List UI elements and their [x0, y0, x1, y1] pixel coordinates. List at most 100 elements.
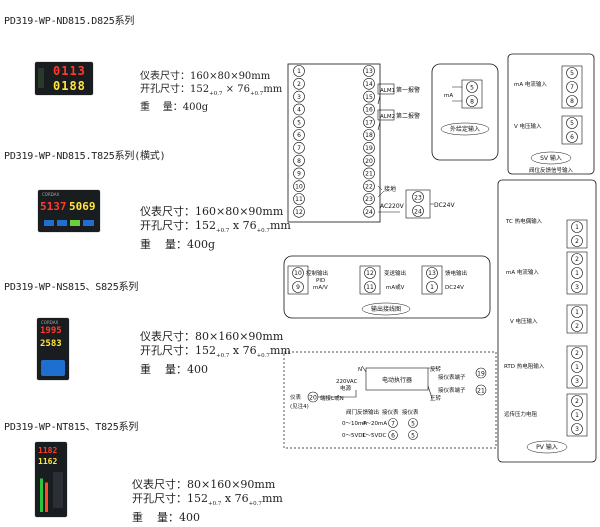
- pv-tc-label: TC 热电偶输入: [505, 217, 543, 225]
- weight-row: 重 量：400: [140, 363, 291, 377]
- act-terminal-20: 20: [309, 395, 317, 402]
- terminal-7: 7: [297, 145, 301, 152]
- display-bottom: 1162: [38, 457, 58, 466]
- output-terminal-circle: [426, 267, 438, 279]
- weight-label: 重 量：: [140, 238, 187, 252]
- pv-terminal-circle: [571, 361, 583, 373]
- cut-row: 开孔尺寸：152+0.7 × 76+0.7mm: [140, 83, 282, 101]
- cut-label: 开孔尺寸：: [140, 219, 195, 232]
- terminal-1: 1: [297, 68, 301, 75]
- ext-terminal-5: 5: [470, 85, 474, 92]
- pv-v-label: V 电压输入: [510, 317, 538, 325]
- output-terminal: 10: [294, 270, 302, 277]
- fb-r1t2: 5: [411, 421, 415, 428]
- ext-input-box: [431, 63, 499, 161]
- act-terminal-21: 21: [477, 388, 485, 395]
- pv-terminal: 1: [575, 412, 579, 419]
- terminal-16-circle: [363, 103, 375, 116]
- fb-r2t2: 5: [411, 433, 415, 440]
- pv-terminal-circle: [571, 221, 583, 233]
- terminal-group: [566, 251, 588, 295]
- cut-row: 开孔尺寸：152+0.7 x 76+0.7mm: [132, 492, 283, 511]
- terminal-group: [359, 265, 381, 295]
- terminal-21: 21: [365, 171, 373, 178]
- size-row: 仪表尺寸：80×160×90mm: [132, 478, 283, 492]
- actuator-unit: [365, 367, 429, 391]
- cut-sep: x: [224, 492, 232, 505]
- terminal-15: 15: [365, 94, 373, 101]
- terminal-13-circle: [363, 65, 375, 77]
- feed-label-2: DC24V: [445, 285, 464, 291]
- size-row: 仪表尺寸：80×160×90mm: [140, 330, 291, 344]
- sv-v-terminal-circle: [566, 131, 578, 143]
- display-bottom: 5069: [69, 200, 96, 213]
- pv-terminal: 3: [575, 378, 579, 385]
- output-terminal: 12: [366, 270, 374, 277]
- fb-col-1: 接仪表: [382, 408, 399, 416]
- terminal-23-circle: [363, 193, 375, 205]
- terminal-18-circle: [363, 129, 375, 141]
- pv-terminal: 2: [575, 238, 579, 245]
- output-terminal-circle: [426, 281, 438, 293]
- cut-height: 76: [242, 219, 257, 232]
- pv-terminal: 2: [575, 350, 579, 357]
- terminal-5-circle: [293, 116, 305, 128]
- terminal-2-circle: [293, 78, 305, 90]
- alm1-text: 第一报警: [396, 86, 420, 94]
- meter-label: 仪表: [290, 393, 302, 401]
- alm1-box: [377, 83, 395, 95]
- pv-rtd-label: RTD 热电阻输入: [504, 362, 545, 370]
- terminal-15-circle: [363, 90, 375, 103]
- terminal-20: 20: [365, 158, 373, 165]
- product-model-title: PD319-WP-NS815、S825系列: [4, 282, 139, 293]
- pv-terminal-circle: [571, 267, 583, 279]
- size-label: 仪表尺寸：: [132, 478, 187, 491]
- terminal-group: [566, 219, 588, 249]
- terminal-9: 9: [297, 171, 301, 178]
- size-row: 仪表尺寸：160×80×90mm: [140, 205, 291, 219]
- terminal-3: 3: [297, 94, 301, 101]
- alm1-label: ALM1: [380, 88, 395, 94]
- cut-height: 76: [234, 492, 249, 505]
- fb-r2t1: 6: [391, 433, 395, 440]
- sv-ma-terminal: 8: [570, 98, 574, 105]
- pv-terminal: 1: [575, 224, 579, 231]
- pv-terminal: 2: [575, 323, 579, 330]
- display-top: 5137: [40, 200, 67, 213]
- cut-row: 开孔尺寸：152+0.7 x 76+0.7mm: [140, 344, 291, 363]
- terminal-10-circle: [293, 180, 305, 192]
- product-photo: 0113 0188: [35, 62, 93, 95]
- cut-unit: mm: [269, 344, 291, 357]
- pv-terminal: 1: [575, 270, 579, 277]
- pv-terminal-circle: [571, 423, 583, 435]
- pv-ma-label: mA 电流输入: [506, 268, 539, 276]
- terminal-10: 10: [295, 183, 303, 190]
- terminal-6-circle: [293, 129, 305, 141]
- cut-label: 开孔尺寸：: [140, 84, 190, 95]
- dc-terminal-24: 24: [414, 209, 422, 216]
- fb-r1b: 4～20mA: [362, 421, 387, 427]
- terminal-17: 17: [365, 119, 373, 126]
- brand-label: CORDAX: [41, 320, 59, 325]
- product-specs: 仪表尺寸：80×160×90mm 开孔尺寸：152+0.7 x 76+0.7mm…: [132, 478, 283, 525]
- fb-title: 阀门反馈输出: [346, 408, 379, 416]
- terminal-11-circle: [293, 193, 305, 205]
- display-bottom: 0188: [53, 79, 86, 93]
- fb-r1t1: 7: [391, 421, 395, 428]
- cut-width: 152: [190, 84, 210, 95]
- cut-sep: x: [232, 219, 240, 232]
- brand-label: CORDAX: [42, 192, 60, 197]
- terminal-21-circle: [363, 167, 375, 180]
- product-model-title: PD319-WP-ND815.T825系列(横式): [4, 151, 166, 162]
- sv-ma-label: mA 电流输入: [514, 80, 547, 88]
- cut-height-tol: +0.7: [256, 228, 270, 235]
- dc-terminal-23: 23: [414, 195, 422, 202]
- supply-2: 电源: [340, 384, 352, 392]
- ext-input-title: 外给定输入: [450, 125, 480, 133]
- cut-label: 开孔尺寸：: [140, 344, 195, 357]
- pid-label-1: 控制输出: [306, 269, 328, 277]
- cut-label: 开孔尺寸：: [132, 492, 187, 505]
- ground-label: 接地: [384, 185, 396, 193]
